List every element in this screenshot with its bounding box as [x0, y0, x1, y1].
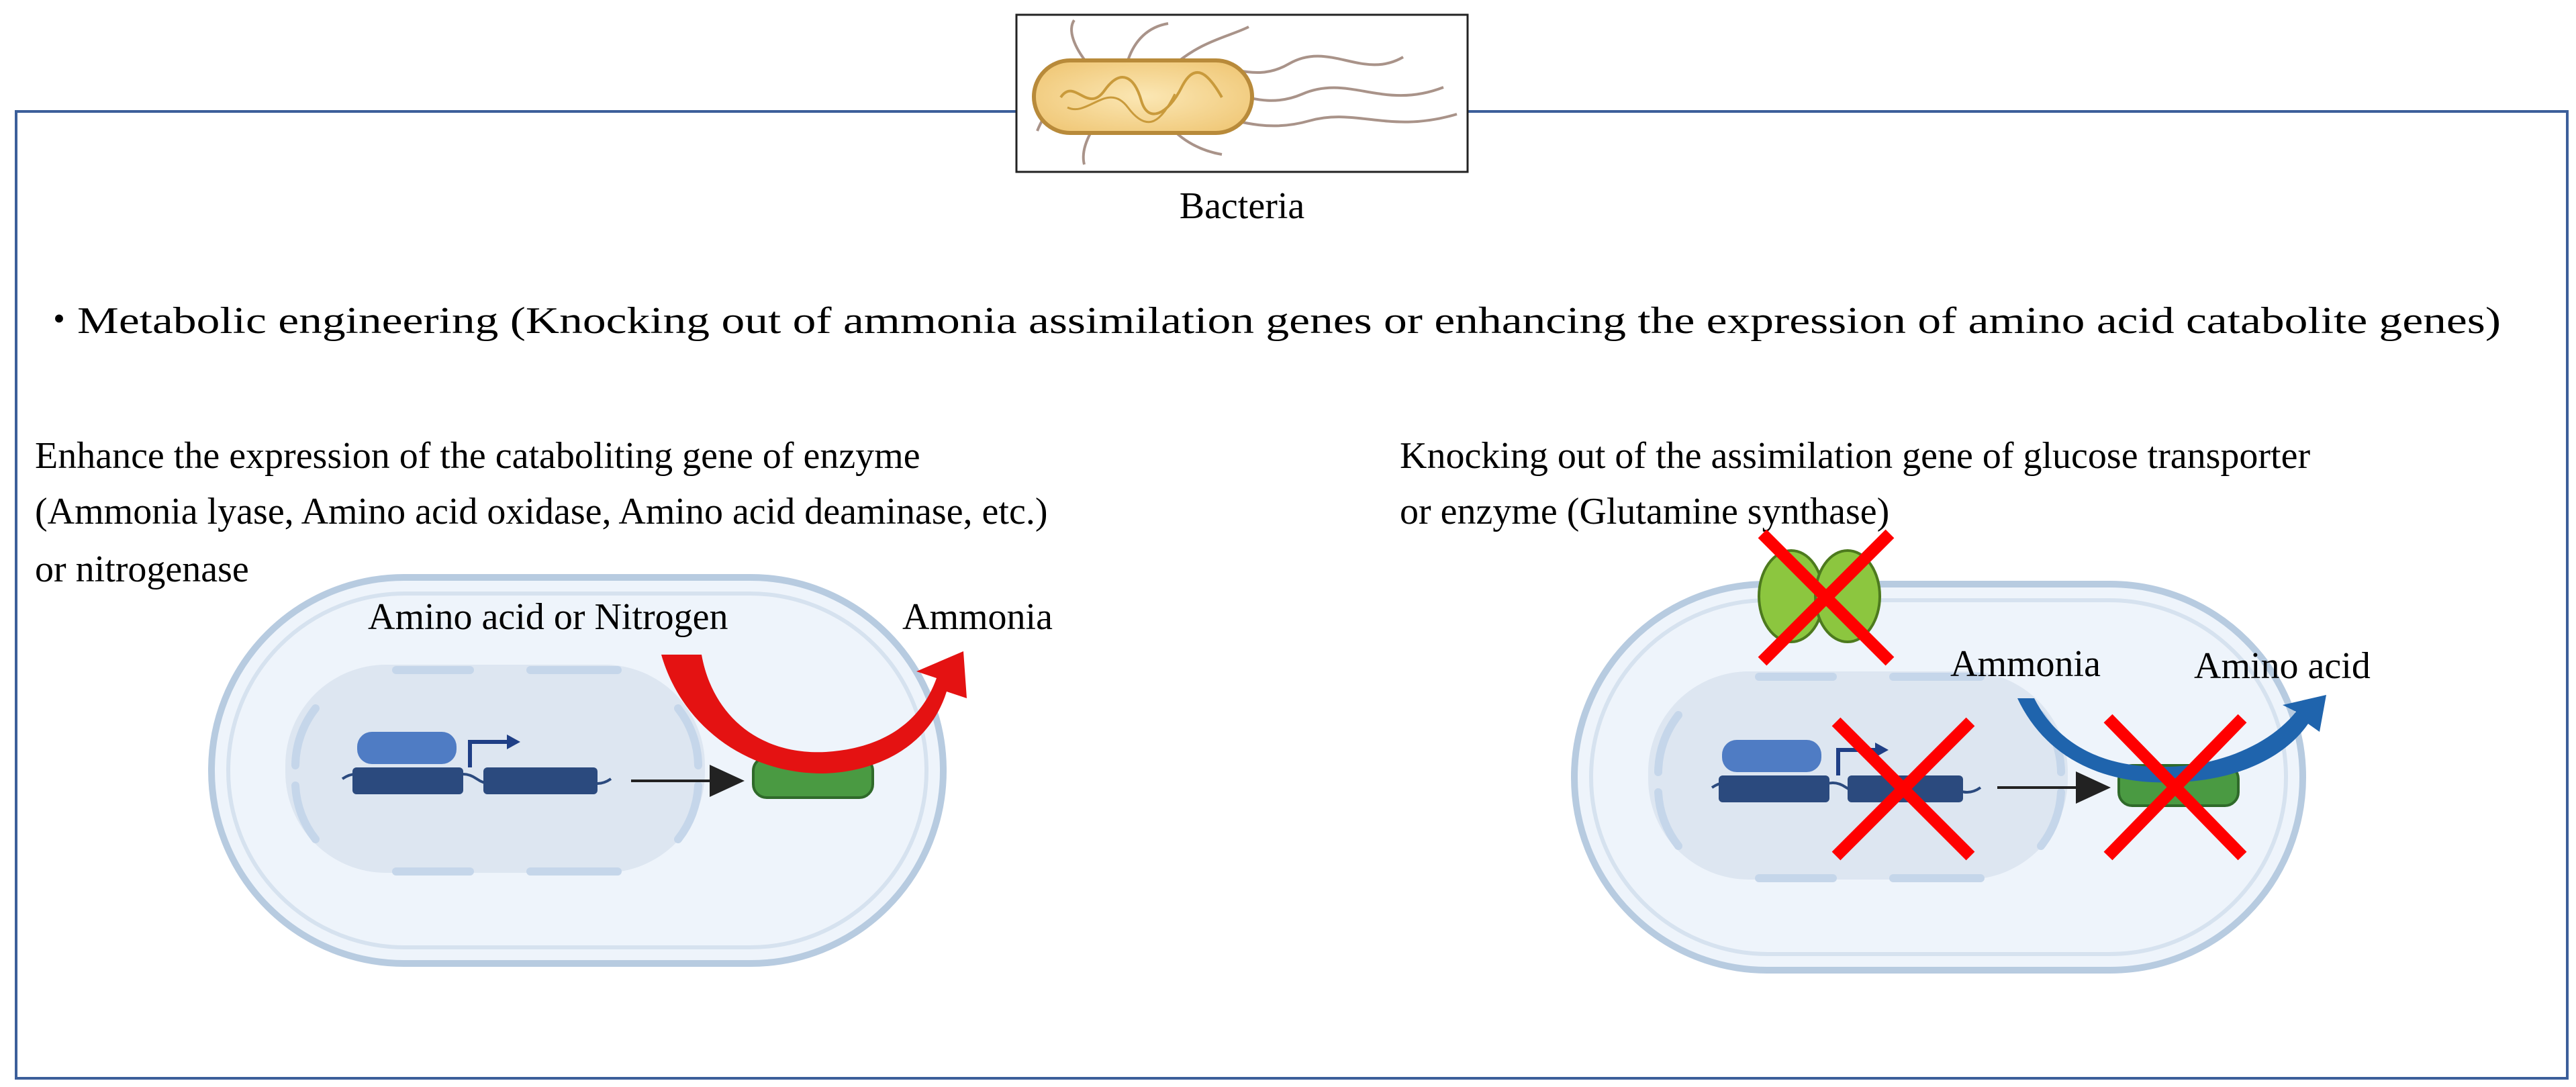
left-reaction-arrow	[661, 651, 967, 773]
right-product-label: Amino acid	[2194, 645, 2371, 687]
left-substrate-label: Amino acid or Nitrogen	[368, 596, 728, 638]
left-promoter-arrow	[468, 740, 510, 767]
right-reaction-arrow	[2017, 695, 2326, 783]
bacterium-icon	[1032, 19, 1458, 165]
right-repressor	[1722, 740, 1821, 772]
left-gene-block-2	[483, 767, 598, 794]
right-heading-line2: or enzyme (Glutamine synthase)	[1400, 491, 1889, 532]
right-gene-block-1	[1719, 775, 1829, 802]
right-substrate-label: Ammonia	[1950, 643, 2101, 685]
bacteria-label: Bacteria	[1180, 185, 1305, 227]
left-gene-block-1	[352, 767, 463, 794]
right-heading-line1: Knocking out of the assimilation gene of…	[1400, 435, 2310, 477]
knockout-cross-transporter	[1758, 529, 1895, 666]
left-heading-line1: Enhance the expression of the cataboliti…	[35, 435, 920, 477]
left-product-label: Ammonia	[902, 596, 1053, 638]
left-heading-line3: or nitrogenase	[35, 549, 249, 590]
knockout-cross-enzyme	[2103, 714, 2247, 861]
left-repressor	[357, 732, 457, 764]
intro-text: Metabolic engineering (Knocking out of a…	[77, 300, 2501, 342]
left-gene-construct	[341, 732, 612, 794]
intro-bullet: ・	[40, 300, 78, 342]
knockout-cross-gene	[1831, 717, 1975, 861]
left-heading-line2: (Ammonia lyase, Amino acid oxidase, Amin…	[35, 491, 1047, 532]
